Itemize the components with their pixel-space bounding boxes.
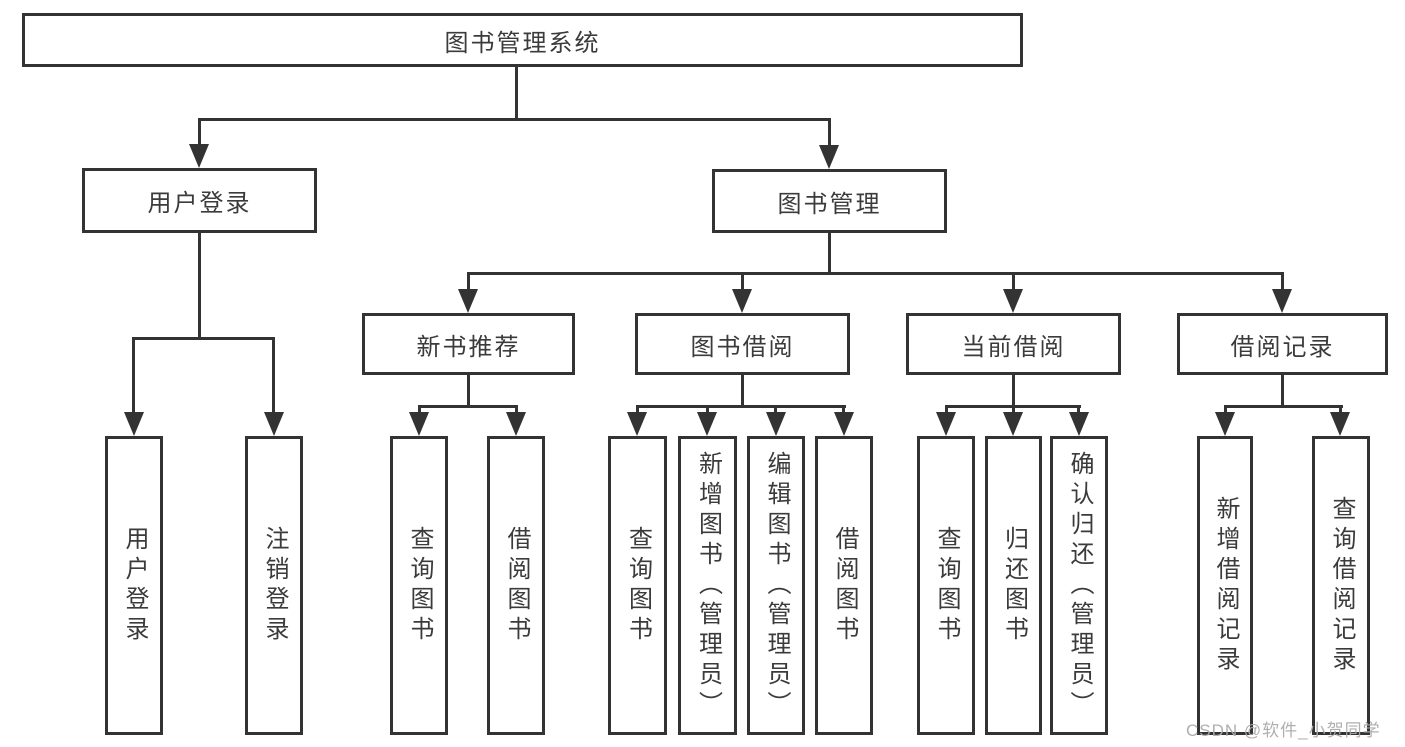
arrow-down-icon bbox=[834, 412, 854, 436]
leaf-edit-books-admin: 编辑图书（管理员） bbox=[747, 436, 805, 735]
leaf-user-login: 用户登录 bbox=[105, 436, 163, 735]
node-user-login: 用户登录 bbox=[82, 168, 317, 233]
connector-stem-book-borrowing bbox=[741, 272, 744, 292]
arrow-down-icon bbox=[627, 412, 647, 436]
node-borrowing-records: 借阅记录 bbox=[1177, 313, 1388, 375]
connector-stem-leaf bbox=[1012, 405, 1015, 415]
arrow-down-icon bbox=[506, 412, 526, 436]
leaf-query-books-current-label: 查询图书 bbox=[933, 525, 960, 646]
arrow-down-icon bbox=[819, 145, 839, 169]
leaf-return-books: 归还图书 bbox=[985, 436, 1042, 735]
connector-stem-leaf bbox=[515, 405, 518, 415]
node-borrowing-records-label: 借阅记录 bbox=[1230, 333, 1335, 361]
connector-borrowing-records-drop bbox=[1281, 375, 1284, 407]
csdn-watermark: CSDN @软件_小贺同学 bbox=[1186, 721, 1381, 740]
node-current-borrowing-label: 当前借阅 bbox=[961, 333, 1066, 361]
connector-stem-leaf bbox=[1339, 405, 1342, 415]
connector-stem-leaf bbox=[1224, 405, 1227, 415]
arrow-down-icon bbox=[766, 412, 786, 436]
arrow-down-icon bbox=[189, 144, 209, 168]
connector-stem-user-login bbox=[198, 118, 201, 148]
connector-stem-new-book-recommendation bbox=[467, 272, 470, 292]
connector-book-borrowing-drop bbox=[741, 375, 744, 407]
node-current-borrowing: 当前借阅 bbox=[906, 313, 1121, 375]
arrow-down-icon bbox=[409, 412, 429, 436]
connector-stem-leaf-user-login bbox=[132, 337, 135, 415]
arrow-down-icon bbox=[124, 412, 144, 436]
connector-level2-bus bbox=[467, 272, 1284, 275]
connector-stem-leaf bbox=[418, 405, 421, 415]
node-book-borrowing: 图书借阅 bbox=[635, 313, 850, 375]
connector-stem-leaf bbox=[945, 405, 948, 415]
leaf-add-books-admin-label: 新增图书（管理员） bbox=[694, 450, 722, 721]
arrow-down-icon bbox=[264, 412, 284, 436]
arrow-down-icon bbox=[1215, 412, 1235, 436]
leaf-confirm-return-admin-label: 确认归还（管理员） bbox=[1066, 450, 1093, 721]
connector-stem-leaf bbox=[636, 405, 639, 415]
node-book-management-label: 图书管理 bbox=[777, 190, 882, 218]
leaf-query-books-recommend-label: 查询图书 bbox=[406, 525, 433, 646]
leaf-query-borrow-record-label: 查询借阅记录 bbox=[1328, 495, 1355, 676]
leaf-borrow-books-borrow: 借阅图书 bbox=[815, 436, 873, 735]
leaf-add-borrow-record-label: 新增借阅记录 bbox=[1212, 495, 1239, 676]
connector-user-login-bus bbox=[132, 337, 275, 340]
connector-current-borrowing-drop bbox=[1012, 375, 1015, 407]
connector-stem-book-management bbox=[828, 118, 831, 148]
leaf-query-books-borrow: 查询图书 bbox=[608, 436, 667, 735]
leaf-query-books-current: 查询图书 bbox=[917, 436, 975, 735]
connector-borrowing-records-bus bbox=[1224, 405, 1343, 408]
connector-stem-leaf bbox=[1077, 405, 1080, 415]
leaf-edit-books-admin-label: 编辑图书（管理员） bbox=[763, 450, 790, 721]
arrow-down-icon bbox=[936, 412, 956, 436]
connector-stem-current-borrowing bbox=[1012, 272, 1015, 292]
leaf-query-books-borrow-label: 查询图书 bbox=[624, 525, 652, 646]
leaf-query-books-recommend: 查询图书 bbox=[390, 436, 448, 735]
leaf-add-borrow-record: 新增借阅记录 bbox=[1197, 436, 1253, 735]
leaf-query-borrow-record: 查询借阅记录 bbox=[1312, 436, 1370, 735]
connector-level1-bus bbox=[198, 118, 831, 121]
leaf-add-books-admin: 新增图书（管理员） bbox=[678, 436, 737, 735]
leaf-confirm-return-admin: 确认归还（管理员） bbox=[1050, 436, 1108, 735]
node-new-book-recommendation-label: 新书推荐 bbox=[416, 333, 521, 361]
connector-new-book-recommendation-drop bbox=[467, 375, 470, 407]
leaf-borrow-books-recommend: 借阅图书 bbox=[487, 436, 545, 735]
arrow-down-icon bbox=[1003, 289, 1023, 313]
arrow-down-icon bbox=[1330, 412, 1350, 436]
node-book-management: 图书管理 bbox=[712, 169, 947, 233]
node-user-login-label: 用户登录 bbox=[147, 190, 252, 217]
arrow-down-icon bbox=[458, 289, 478, 313]
connector-user-login-drop bbox=[198, 233, 201, 339]
node-new-book-recommendation: 新书推荐 bbox=[362, 313, 575, 375]
connector-stem-borrowing-records bbox=[1281, 272, 1284, 292]
connector-stem-leaf-logout bbox=[272, 337, 275, 415]
arrow-down-icon bbox=[697, 412, 717, 436]
connector-stem-leaf bbox=[706, 405, 709, 415]
arrow-down-icon bbox=[1272, 289, 1292, 313]
node-library-management-system: 图书管理系统 bbox=[22, 13, 1023, 67]
leaf-borrow-books-borrow-label: 借阅图书 bbox=[831, 525, 858, 646]
connector-stem-leaf bbox=[842, 405, 845, 415]
arrow-down-icon bbox=[1003, 412, 1023, 436]
arrow-down-icon bbox=[732, 289, 752, 313]
leaf-return-books-label: 归还图书 bbox=[1000, 525, 1028, 646]
arrow-down-icon bbox=[1069, 412, 1089, 436]
connector-root-drop bbox=[515, 64, 518, 121]
node-library-management-system-label: 图书管理系统 bbox=[444, 29, 601, 57]
connector-book-management-drop bbox=[828, 233, 831, 275]
leaf-logout-login: 注销登录 bbox=[245, 436, 303, 735]
node-book-borrowing-label: 图书借阅 bbox=[690, 333, 795, 361]
leaf-borrow-books-recommend-label: 借阅图书 bbox=[503, 525, 530, 646]
connector-new-book-recommendation-bus bbox=[418, 405, 518, 408]
connector-stem-leaf bbox=[774, 405, 777, 415]
leaf-user-login-label: 用户登录 bbox=[121, 525, 148, 646]
leaf-logout-login-label: 注销登录 bbox=[261, 525, 288, 646]
connector-book-borrowing-bus bbox=[636, 405, 846, 408]
